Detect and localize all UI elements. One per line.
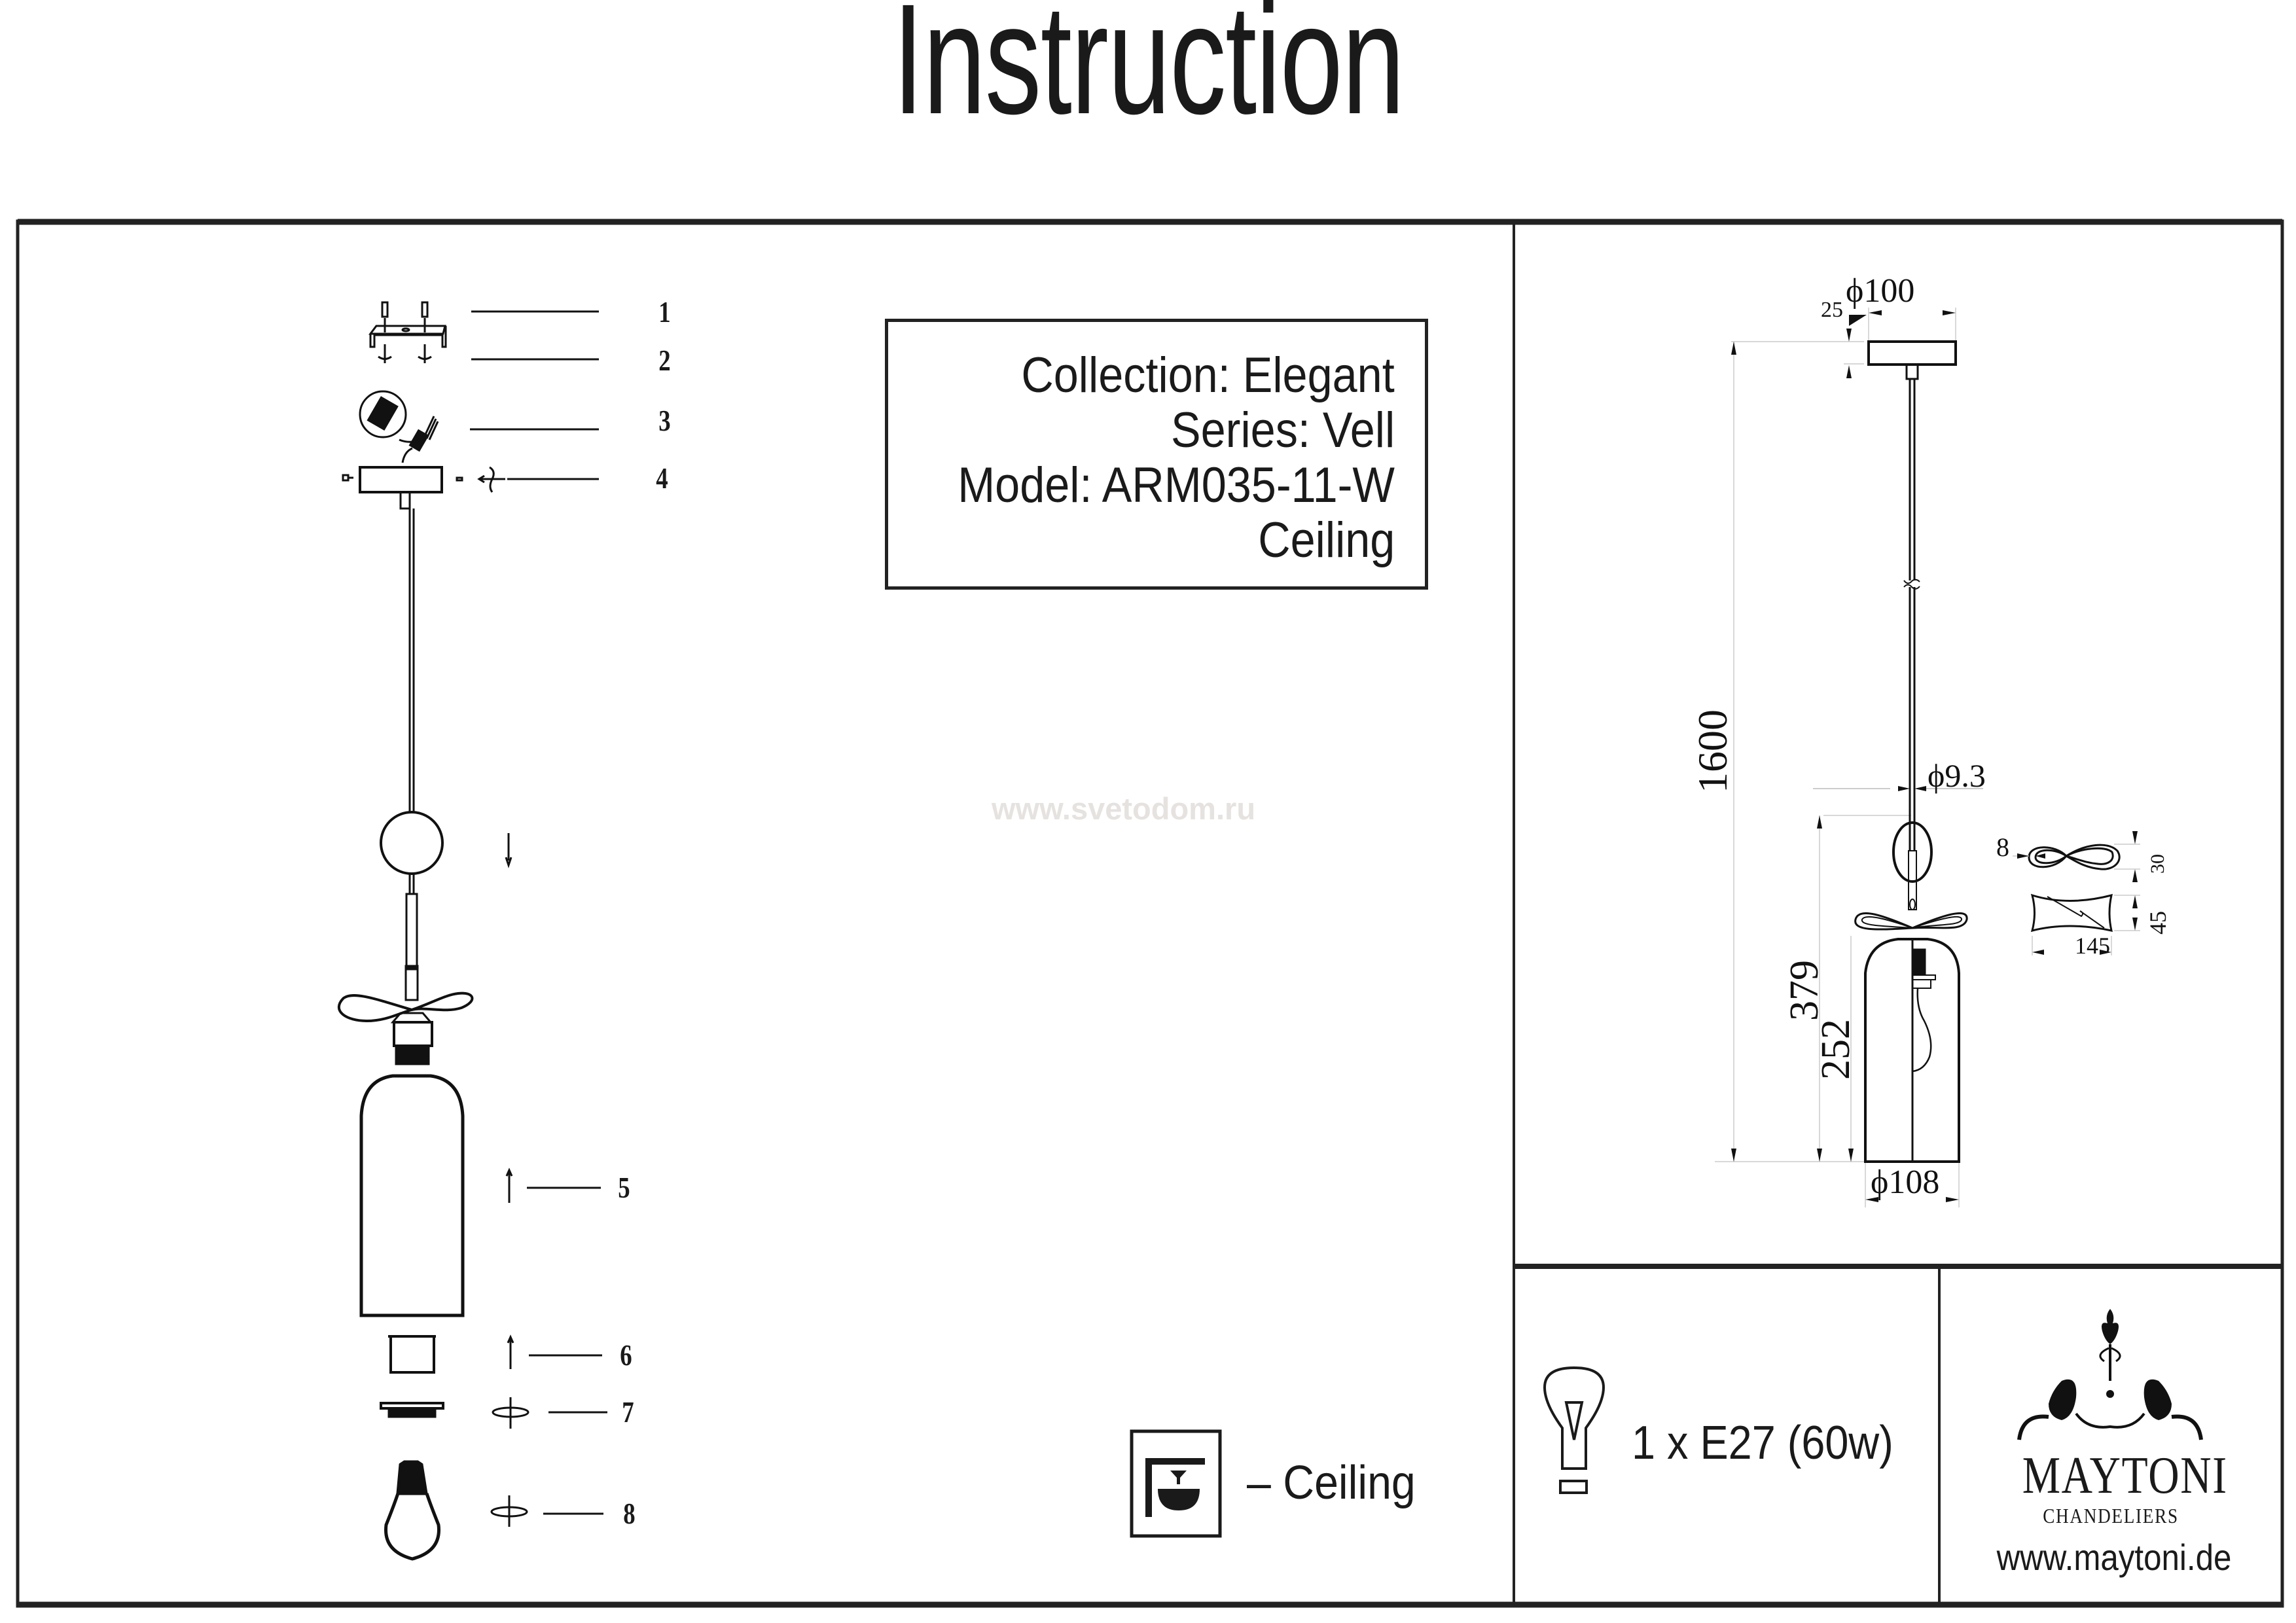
brand-name: MAYTONI	[2022, 1447, 2228, 1505]
series-label: Series: Vell	[1170, 402, 1395, 458]
dim-shade-height: 252	[1814, 1019, 1858, 1080]
part-number-4: 4	[656, 461, 668, 495]
rotate-arrow-icon-8	[490, 1495, 528, 1527]
dimension-drawing	[1715, 308, 2140, 1207]
frame	[16, 219, 2284, 1608]
ribbon-icon	[338, 991, 474, 1023]
watermark: www.svetodom.ru	[992, 791, 1256, 826]
part-number-2: 2	[658, 344, 671, 377]
part-number-8: 8	[623, 1497, 636, 1530]
dim-total-height: 1600	[1689, 709, 1736, 793]
shade-collar-icon	[388, 1335, 436, 1374]
document-title: Instruction	[892, 0, 1405, 147]
dim-ribbon-width: 145	[2075, 933, 2110, 959]
dim-shade-diameter: ϕ108	[1871, 1164, 1940, 1201]
brand-url[interactable]: www.maytoni.de	[1996, 1537, 2232, 1578]
ceiling-mount-icon	[1130, 1429, 1222, 1538]
rotate-arrow-icon-7	[492, 1397, 529, 1429]
brand-tagline: CHANDELIERS	[2043, 1504, 2179, 1527]
dim-ribbon-height-side: 45	[2145, 911, 2171, 935]
arrow-up-icon-2	[507, 1334, 514, 1369]
glass-shade-icon	[359, 1074, 465, 1317]
mount-type-label: Ceiling	[1257, 512, 1395, 568]
part-number-7: 7	[622, 1395, 634, 1429]
dim-canopy-diameter: ϕ100	[1846, 272, 1915, 310]
chandelier-ornament-icon	[2017, 1309, 2203, 1440]
canopy-icon	[342, 466, 505, 510]
model-label: Model: ARM035-11-W	[958, 457, 1395, 513]
ribbon-detail-top	[2028, 844, 2121, 870]
part-number-5: 5	[618, 1171, 630, 1204]
arrow-down-icon	[505, 833, 512, 868]
dim-cable-diameter: ϕ9.3	[1928, 757, 1986, 794]
collection-label: Collection: Elegant	[1021, 348, 1395, 403]
ceiling-mount-label: – Ceiling	[1247, 1457, 1416, 1509]
decorative-sphere	[380, 811, 444, 875]
part-number-6: 6	[620, 1338, 632, 1372]
lamp-spec: 1 x E27 (60w)	[1632, 1417, 1893, 1469]
part-number-1: 1	[658, 295, 671, 329]
dim-ribbon-thickness: 8	[1996, 832, 2009, 862]
arrow-up-icon	[505, 1168, 513, 1203]
bulb-outline-icon	[1543, 1366, 1605, 1494]
ribbon-detail-side	[2030, 893, 2113, 933]
dim-canopy-height: 25	[1821, 298, 1843, 322]
dim-ribbon-height-top: 30	[2147, 854, 2168, 874]
dim-fixture-height: 379	[1782, 960, 1827, 1021]
threaded-ring-icon	[380, 1402, 444, 1418]
wire-connector-icon	[359, 390, 439, 463]
part-number-3: 3	[658, 404, 671, 437]
pendant-cable	[380, 508, 444, 1001]
product-info-box: Collection: Elegant Series: Vell Model: …	[885, 319, 1428, 590]
mounting-bracket-icon	[368, 325, 447, 363]
assembly-diagram	[338, 301, 607, 1561]
light-bulb-icon	[384, 1460, 440, 1561]
